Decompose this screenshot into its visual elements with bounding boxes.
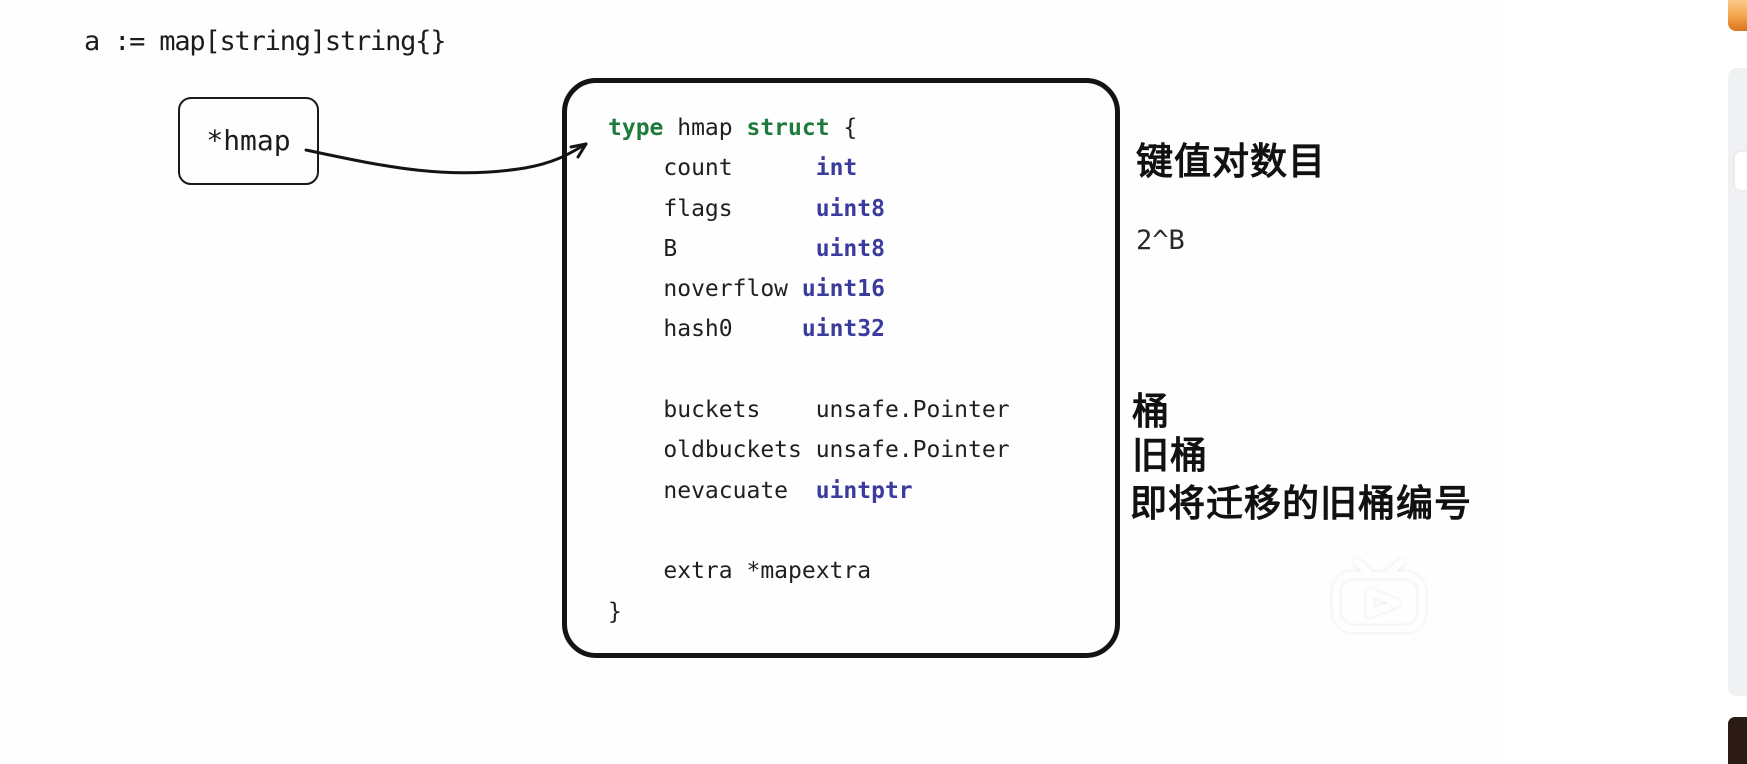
code-text: nevacuate	[608, 477, 816, 504]
rail-bottom-thumbnail[interactable]	[1728, 717, 1747, 764]
code-line: buckets unsafe.Pointer	[608, 390, 1010, 430]
code-text: }	[608, 598, 622, 625]
code-text: {	[829, 115, 858, 141]
code-line	[608, 350, 1010, 390]
annotation-buckets: 桶	[1132, 389, 1170, 433]
hmap-pointer-box: *hmap	[178, 97, 319, 185]
code-text: extra *mapextra	[608, 558, 872, 585]
code-line: noverflow uint16	[608, 269, 1010, 309]
page-right-area	[1500, 0, 1747, 764]
page-scrollbar-track[interactable]	[1712, 0, 1723, 764]
code-type: uint16	[801, 276, 885, 303]
code-line: B uint8	[608, 229, 1010, 269]
hmap-struct-box	[562, 78, 1120, 658]
code-line: flags uint8	[608, 189, 1010, 229]
code-text: oldbuckets unsafe.Pointer	[608, 437, 1010, 464]
pointer-arrow-icon	[304, 142, 588, 175]
code-text: buckets unsafe.Pointer	[608, 397, 1010, 424]
annotation-b: 2^B	[1136, 225, 1185, 256]
code-text: flags	[608, 195, 816, 222]
code-type: uint8	[815, 195, 885, 222]
code-text: hmap	[663, 115, 747, 141]
rail-side-panel[interactable]	[1728, 68, 1747, 696]
map-declaration-text: a := map[string]string{}	[84, 26, 447, 57]
code-keyword: type	[608, 115, 664, 141]
code-line: }	[608, 592, 1010, 632]
code-text: count	[608, 155, 816, 182]
code-type: uint8	[815, 235, 885, 262]
code-text: hash0	[608, 316, 802, 343]
whiteboard-canvas: a := map[string]string{} *hmap type hmap…	[84, 26, 1472, 658]
hmap-pointer-label: *hmap	[206, 123, 291, 157]
code-type: int	[815, 155, 858, 182]
rail-panel-handle[interactable]	[1735, 152, 1747, 190]
code-line: oldbuckets unsafe.Pointer	[608, 430, 1010, 470]
code-line: nevacuate uintptr	[608, 471, 1010, 511]
rail-orange-tab[interactable]	[1728, 0, 1747, 31]
annotation-count: 键值对数目	[1136, 139, 1326, 183]
code-line: count int	[608, 148, 1010, 188]
code-line: extra *mapextra	[608, 551, 1010, 591]
annotation-oldbuckets: 旧桶	[1132, 433, 1208, 477]
code-text: B	[608, 235, 816, 262]
code-type: uintptr	[815, 477, 913, 504]
code-line	[608, 511, 1010, 551]
bilibili-play-logo-icon	[1332, 558, 1426, 633]
code-type: uint32	[801, 316, 885, 343]
code-text: noverflow	[608, 276, 802, 303]
hmap-struct-code: type hmap struct { count int flags uint8…	[608, 108, 1010, 632]
annotation-nevacuate: 即将迁移的旧桶编号	[1130, 481, 1472, 525]
code-line: hash0 uint32	[608, 309, 1010, 349]
code-line: type hmap struct {	[608, 108, 1010, 148]
code-keyword: struct	[746, 115, 830, 141]
